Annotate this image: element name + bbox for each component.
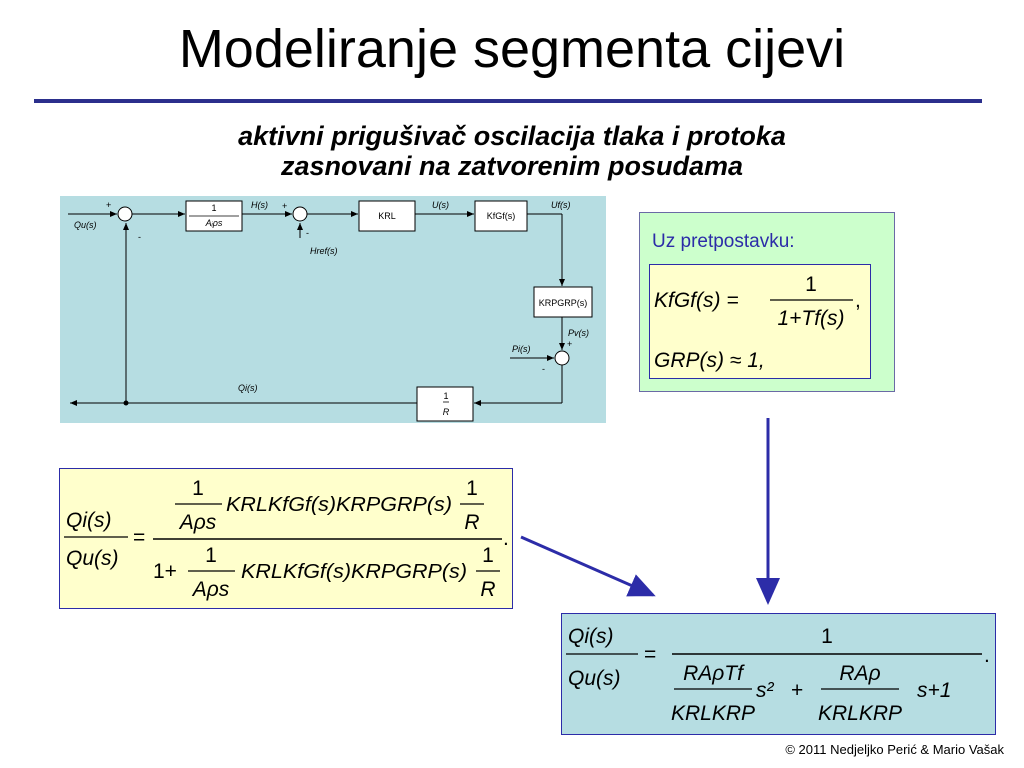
- f1-num-middle: KRLKfGf(s)KRPGRP(s): [226, 494, 452, 516]
- eq1-lhs: KfGf(s) =: [654, 289, 739, 312]
- integrator-num: 1: [211, 203, 216, 213]
- f1-num-frac2-den: R: [464, 511, 479, 534]
- f2-s-plus-one: s+1: [917, 679, 951, 702]
- signal-h: H(s): [251, 200, 268, 210]
- signal-u: U(s): [432, 200, 449, 210]
- signal-pi: Pi(s): [512, 344, 531, 354]
- k-rl-block: KRL: [378, 211, 396, 221]
- eq1-den: 1+Tf(s): [777, 307, 844, 330]
- assumption-svg: KfGf(s) = 1 1+Tf(s) , GRP(s) ≈ 1,: [654, 273, 861, 372]
- signal-href: Href(s): [310, 246, 338, 256]
- f1-den-frac2-den: R: [480, 578, 495, 601]
- r-block-num: 1: [443, 391, 448, 401]
- f1-num-frac-den: Aρs: [178, 511, 217, 534]
- f1-num-frac-num: 1: [192, 477, 204, 500]
- f1-equals: =: [133, 526, 145, 549]
- f2-equals: =: [644, 643, 656, 666]
- arrow-diagonal: [520, 535, 656, 597]
- f2-t2-num: RAρ: [839, 662, 880, 685]
- f1-den-frac2-num: 1: [482, 544, 494, 567]
- transfer-function-svg: Qi(s) Qu(s) = 1 Aρs KRLKfGf(s)KRPGRP(s) …: [64, 477, 509, 601]
- f1-period: .: [503, 527, 509, 550]
- sum2-plus: +: [282, 201, 287, 211]
- signal-qu: Qu(s): [74, 220, 97, 230]
- f1-den-middle: KRLKfGf(s)KRPGRP(s): [241, 561, 467, 583]
- subtitle-line-2: zasnovani na zatvorenim posudama: [280, 151, 744, 181]
- sum3-minus: -: [542, 364, 545, 374]
- krp-grp-block: KRPGRP(s): [539, 298, 588, 308]
- f1-den-frac-num: 1: [205, 544, 217, 567]
- f2-period: .: [984, 644, 990, 667]
- transfer-function-box: Qi(s) Qu(s) = 1 Aρs KRLKfGf(s)KRPGRP(s) …: [59, 468, 513, 609]
- sum3-plus: +: [567, 339, 572, 349]
- eq1-num: 1: [805, 273, 817, 296]
- f2-plus: +: [791, 679, 803, 702]
- subtitle-line-1: aktivni prigušivač oscilacija tlaka i pr…: [238, 121, 786, 151]
- integrator-den: Aᵢρs: [205, 218, 223, 228]
- f2-t1-den: KRLKRP: [671, 702, 755, 725]
- assumption-label: Uz pretpostavku:: [652, 231, 795, 252]
- f2-t2-den: KRLKRP: [818, 702, 902, 725]
- eq1-comma: ,: [855, 289, 861, 312]
- slide-title: Modeliranje segmenta cijevi: [178, 19, 846, 79]
- signal-uf: Uf(s): [551, 200, 571, 210]
- f1-den-frac-den: Aρs: [191, 578, 230, 601]
- sum1-minus: -: [138, 232, 141, 242]
- kf-gf-block: KfGf(s): [487, 211, 516, 221]
- f2-num: 1: [821, 625, 833, 648]
- assumption-box: Uz pretpostavku: KfGf(s) = 1 1+Tf(s) , G…: [639, 212, 895, 392]
- sum1-plus: +: [106, 200, 111, 210]
- simplified-transfer-function-svg: Qi(s) Qu(s) = 1 RAρTf KRLKRP s² + RAρ KR…: [566, 625, 990, 725]
- title-underline: [34, 99, 982, 103]
- block-diagram: 1 Aᵢρs KRL KfGf(s) KRPGRP(s) 1 R Qu(s) H…: [60, 196, 606, 423]
- simplified-transfer-function-box: Qi(s) Qu(s) = 1 RAρTf KRLKRP s² + RAρ KR…: [561, 613, 996, 735]
- branch-point: [123, 400, 129, 406]
- f1-num-frac2-num: 1: [466, 477, 478, 500]
- signal-pv: Pv(s): [568, 328, 589, 338]
- f1-lhs-den: Qu(s): [66, 547, 119, 570]
- assumption-equations: KfGf(s) = 1 1+Tf(s) , GRP(s) ≈ 1,: [649, 264, 871, 379]
- copyright-footer: © 2011 Nedjeljko Perić & Mario Vašak: [785, 742, 1004, 757]
- eq2: GRP(s) ≈ 1,: [654, 349, 765, 372]
- block-diagram-svg: 1 Aᵢρs KRL KfGf(s) KRPGRP(s) 1 R Qu(s) H…: [68, 200, 593, 422]
- f2-s2: s²: [756, 679, 775, 702]
- f1-lhs-num: Qi(s): [66, 509, 112, 532]
- sum2-minus: -: [306, 228, 309, 238]
- signal-qi: Qi(s): [238, 383, 258, 393]
- f2-lhs-num: Qi(s): [568, 625, 614, 648]
- f1-den-one-plus: 1+: [153, 560, 177, 583]
- f2-lhs-den: Qu(s): [568, 667, 621, 690]
- r-block-den: R: [443, 407, 450, 417]
- slide-subtitle: aktivni prigušivač oscilacija tlaka i pr…: [60, 121, 964, 181]
- f2-t1-num: RAρTf: [683, 662, 745, 685]
